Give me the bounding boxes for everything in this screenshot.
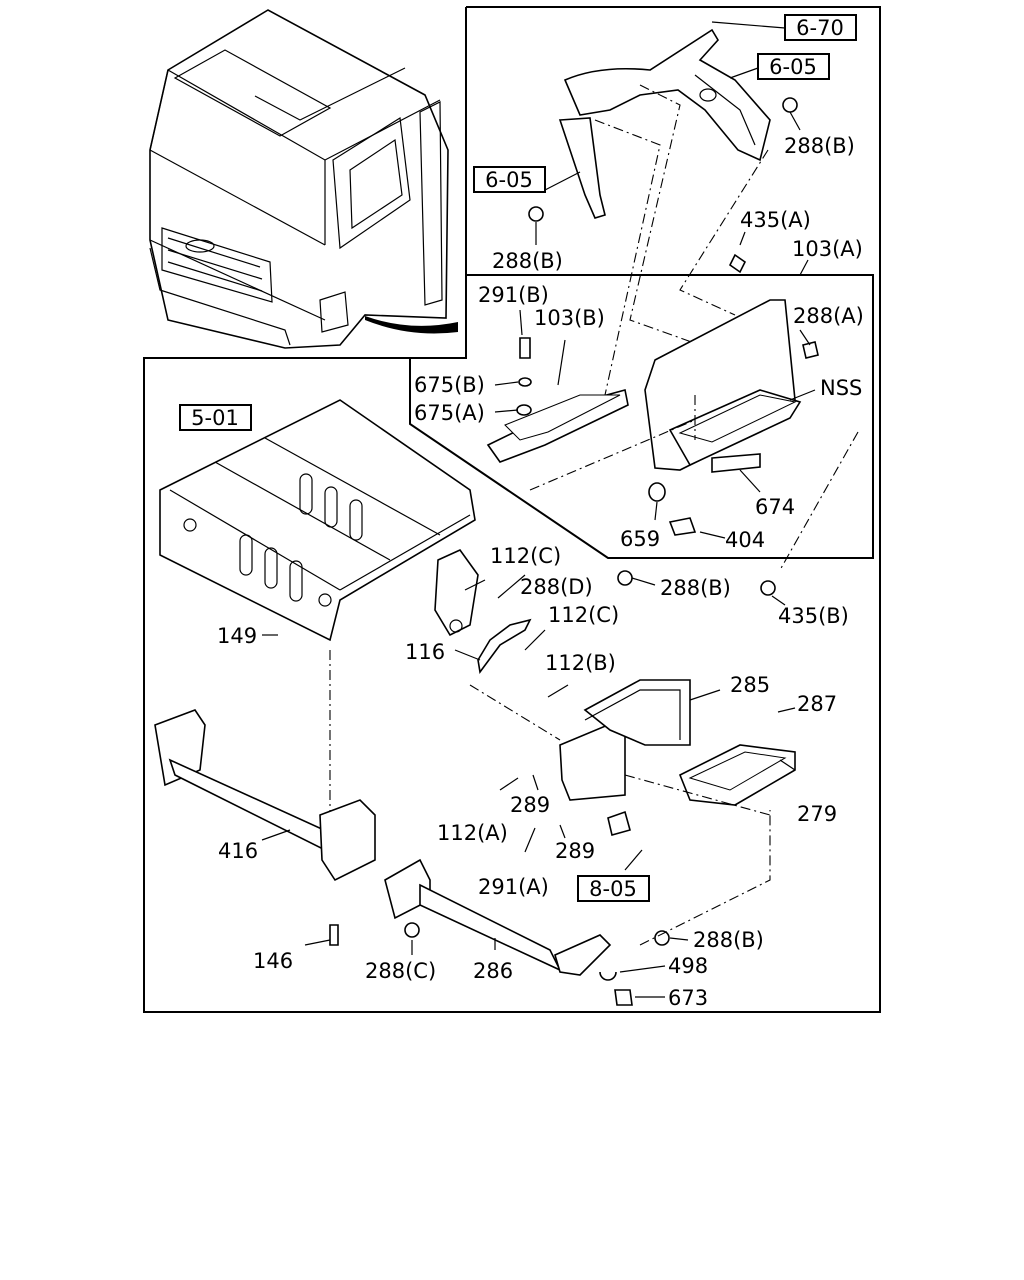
diagram-frames — [143, 6, 881, 1013]
step-assembly-103 — [486, 97, 859, 596]
label-112a: 112(A) — [437, 821, 508, 845]
upper-bracket — [558, 21, 786, 396]
label-288b-lower: 288(B) — [693, 928, 764, 952]
label-285: 285 — [730, 673, 770, 697]
label-673: 673 — [668, 986, 708, 1010]
chassis-frame — [159, 399, 479, 820]
ref-8-05-label: 8-05 — [589, 877, 637, 901]
label-659: 659 — [620, 527, 660, 551]
label-103b: 103(B) — [534, 306, 605, 330]
label-112c-lower: 112(C) — [548, 603, 619, 627]
label-291b: 291(B) — [478, 283, 549, 307]
label-288c: 288(C) — [365, 959, 436, 983]
label-404: 404 — [725, 528, 765, 552]
label-498: 498 — [668, 954, 708, 978]
label-146: 146 — [253, 949, 293, 973]
label-289-upper: 289 — [510, 793, 550, 817]
label-116: 116 — [405, 640, 445, 664]
label-674: 674 — [755, 495, 795, 519]
ref-box-6-05-upper: 6-05 — [757, 53, 830, 80]
leader-lines — [261, 111, 816, 998]
label-149: 149 — [217, 624, 257, 648]
ref-5-01-label: 5-01 — [191, 406, 239, 430]
label-435a: 435(A) — [740, 208, 811, 232]
label-675b: 675(B) — [414, 373, 485, 397]
label-416: 416 — [218, 839, 258, 863]
label-675a: 675(A) — [414, 401, 485, 425]
label-288b-upper-left: 288(B) — [492, 249, 563, 273]
part-labels: 288(B) 288(B) 435(A) 103(A) 291(B) 103(B… — [217, 134, 864, 1010]
label-103a: 103(A) — [792, 237, 863, 261]
label-286: 286 — [473, 959, 513, 983]
label-279: 279 — [797, 802, 837, 826]
label-288b-upper-right: 288(B) — [784, 134, 855, 158]
label-288a: 288(A) — [793, 304, 864, 328]
label-289-lower: 289 — [555, 839, 595, 863]
label-291a: 291(A) — [478, 875, 549, 899]
label-112c-upper: 112(C) — [490, 544, 561, 568]
ref-6-05-lower-label: 6-05 — [485, 168, 533, 192]
label-435b: 435(B) — [778, 604, 849, 628]
label-287: 287 — [797, 692, 837, 716]
label-112b: 112(B) — [545, 651, 616, 675]
ref-box-6-70: 6-70 — [784, 14, 857, 41]
ref-box-5-01: 5-01 — [179, 404, 252, 431]
ref-6-05-upper-label: 6-05 — [769, 55, 817, 79]
ref-6-70-label: 6-70 — [796, 16, 844, 40]
label-288b-step: 288(B) — [660, 576, 731, 600]
label-nss: NSS — [820, 376, 862, 400]
ref-box-8-05: 8-05 — [577, 875, 650, 902]
ref-box-6-05-lower: 6-05 — [473, 166, 546, 193]
truck-cab-illustration — [149, 9, 458, 349]
crossmember-416 — [154, 709, 771, 1006]
lower-step-support — [469, 618, 796, 836]
label-288d: 288(D) — [520, 575, 593, 599]
